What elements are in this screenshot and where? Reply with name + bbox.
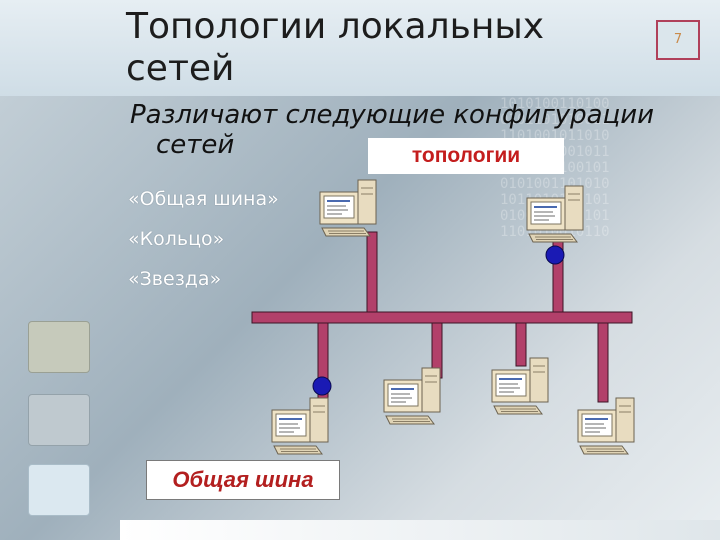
computer-icon-3 (271, 397, 329, 455)
side-decor-square-3 (28, 464, 90, 516)
topology-item-bus: «Общая шина» (128, 188, 279, 210)
drop-line-6 (597, 321, 609, 403)
drop-line-5 (515, 321, 527, 367)
slide-title-line1: Топологии локальных (126, 6, 545, 47)
subtitle-line1: Различают следующие конфигурации (130, 100, 655, 130)
subtitle-line2: сетей (156, 130, 235, 160)
topology-item-star: «Звезда» (128, 268, 222, 290)
bus-topology-label: Общая шина (146, 460, 340, 500)
computer-icon-2 (526, 185, 584, 243)
slide-subtitle: Различают следующие конфигурации сетей (130, 100, 654, 160)
computer-icon-6 (577, 397, 635, 455)
drop-line-1 (366, 231, 378, 317)
side-decor-square-2 (28, 394, 90, 446)
bottom-decor-strip (120, 520, 720, 540)
title-band (0, 0, 720, 96)
slide-title-line2: сетей (126, 48, 235, 89)
terminator-top (545, 245, 565, 265)
computer-icon-4 (383, 367, 441, 425)
page-number-badge: 7 (656, 20, 700, 60)
side-decor-square-1 (28, 321, 90, 373)
main-bus-line (251, 311, 633, 324)
computer-icon-1 (319, 179, 377, 237)
slide-title: Топологии локальных сетей (126, 6, 596, 90)
topology-list: «Общая шина» «Кольцо» «Звезда» (128, 186, 279, 306)
topology-item-ring: «Кольцо» (128, 228, 225, 250)
terminator-bottom (312, 376, 332, 396)
topology-callout: топологии (368, 138, 564, 174)
